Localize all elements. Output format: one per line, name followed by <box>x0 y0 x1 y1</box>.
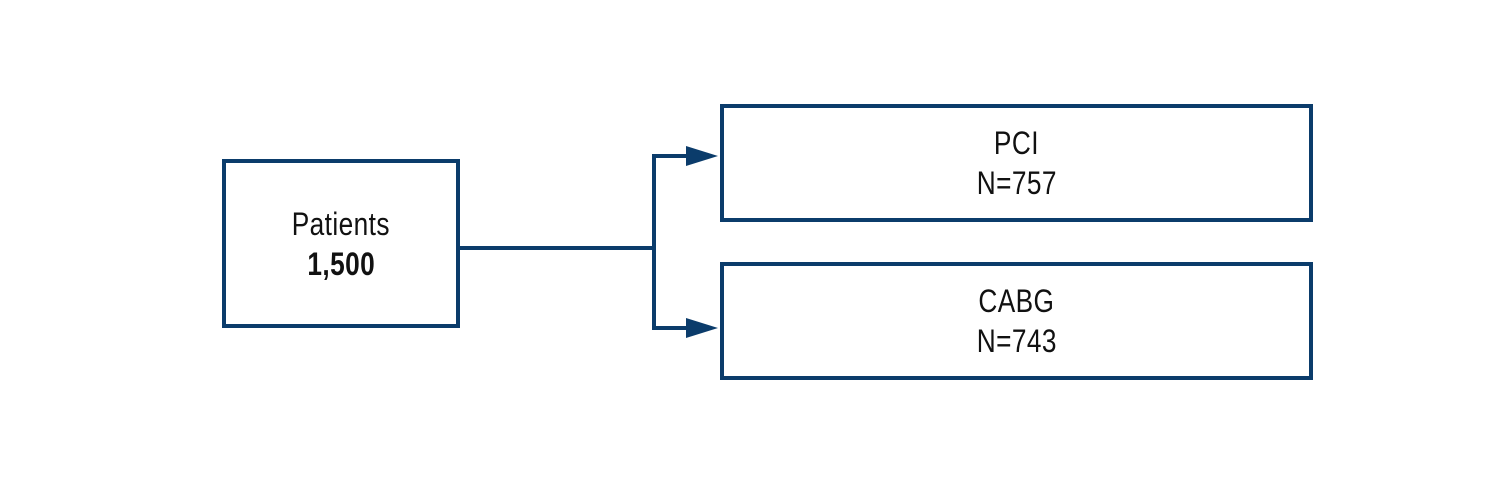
patients-label: Patients <box>291 205 391 242</box>
patients-count: 1,500 <box>307 245 375 282</box>
patients-box: Patients 1,500 <box>222 159 460 328</box>
cabg-label: CABG <box>978 283 1055 319</box>
arrowhead-pci <box>686 146 718 166</box>
cabg-count: N=743 <box>976 323 1057 359</box>
pci-box: PCI N=757 <box>720 104 1313 222</box>
arrowhead-cabg <box>686 318 718 338</box>
pci-label: PCI <box>994 125 1039 161</box>
cabg-box: CABG N=743 <box>720 262 1313 380</box>
pci-count: N=757 <box>976 165 1057 201</box>
